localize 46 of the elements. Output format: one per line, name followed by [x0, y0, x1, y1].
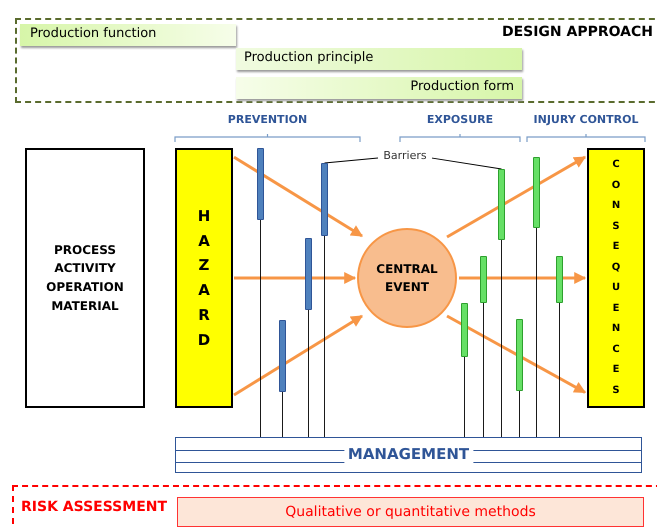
process-box: PROCESS ACTIVITY OPERATION MATERIAL [25, 148, 145, 408]
barriers-label: Barriers [378, 149, 432, 166]
section-label: EXPOSURE [426, 113, 494, 126]
connector-line [519, 390, 520, 438]
barrier-bar [305, 238, 312, 310]
arrow [234, 272, 356, 284]
barrier-bar [556, 256, 563, 303]
event-circle: CENTRAL EVENT [357, 228, 457, 328]
connector-line [483, 302, 484, 438]
leader-line [432, 158, 502, 170]
group-title: DESIGN APPROACH [502, 24, 653, 40]
barrier-bar [498, 169, 505, 240]
group-title: RISK ASSESSMENT [21, 499, 168, 515]
connector-line [308, 310, 309, 438]
management-box [175, 437, 642, 473]
barrier-bar [516, 319, 523, 391]
connector-line [536, 228, 537, 438]
connector-line [282, 392, 283, 438]
risk-assessment-frame [12, 485, 657, 527]
barrier-bar [279, 320, 286, 392]
connector-line [501, 240, 502, 438]
section-label: INJURY CONTROL [532, 113, 640, 126]
production-bar: Production form [236, 77, 522, 99]
leader-line [324, 158, 378, 164]
arrow [459, 272, 586, 284]
barrier-bar [321, 163, 328, 236]
connector-line [464, 356, 465, 438]
methods-box: Qualitative or quantitative methods [177, 497, 644, 527]
design-approach-frame [15, 18, 657, 103]
connector-line [260, 220, 261, 438]
barrier-bar [257, 148, 264, 220]
arrow [233, 156, 364, 238]
production-bar: Production function [20, 24, 236, 46]
arrow [233, 314, 364, 396]
connector-line [324, 236, 325, 438]
arrow [446, 156, 586, 238]
hazard-box: HAZARD [175, 148, 233, 408]
consequences-box: CONSEQUENCES [587, 148, 645, 408]
connector-line [559, 302, 560, 438]
barrier-bar [533, 157, 540, 228]
section-label: PREVENTION [226, 113, 308, 126]
management-label: MANAGEMENT [344, 445, 474, 463]
production-bar: Production principle [236, 48, 522, 70]
barrier-bar [461, 303, 468, 357]
barrier-bar [480, 256, 487, 303]
arrow [446, 314, 586, 394]
